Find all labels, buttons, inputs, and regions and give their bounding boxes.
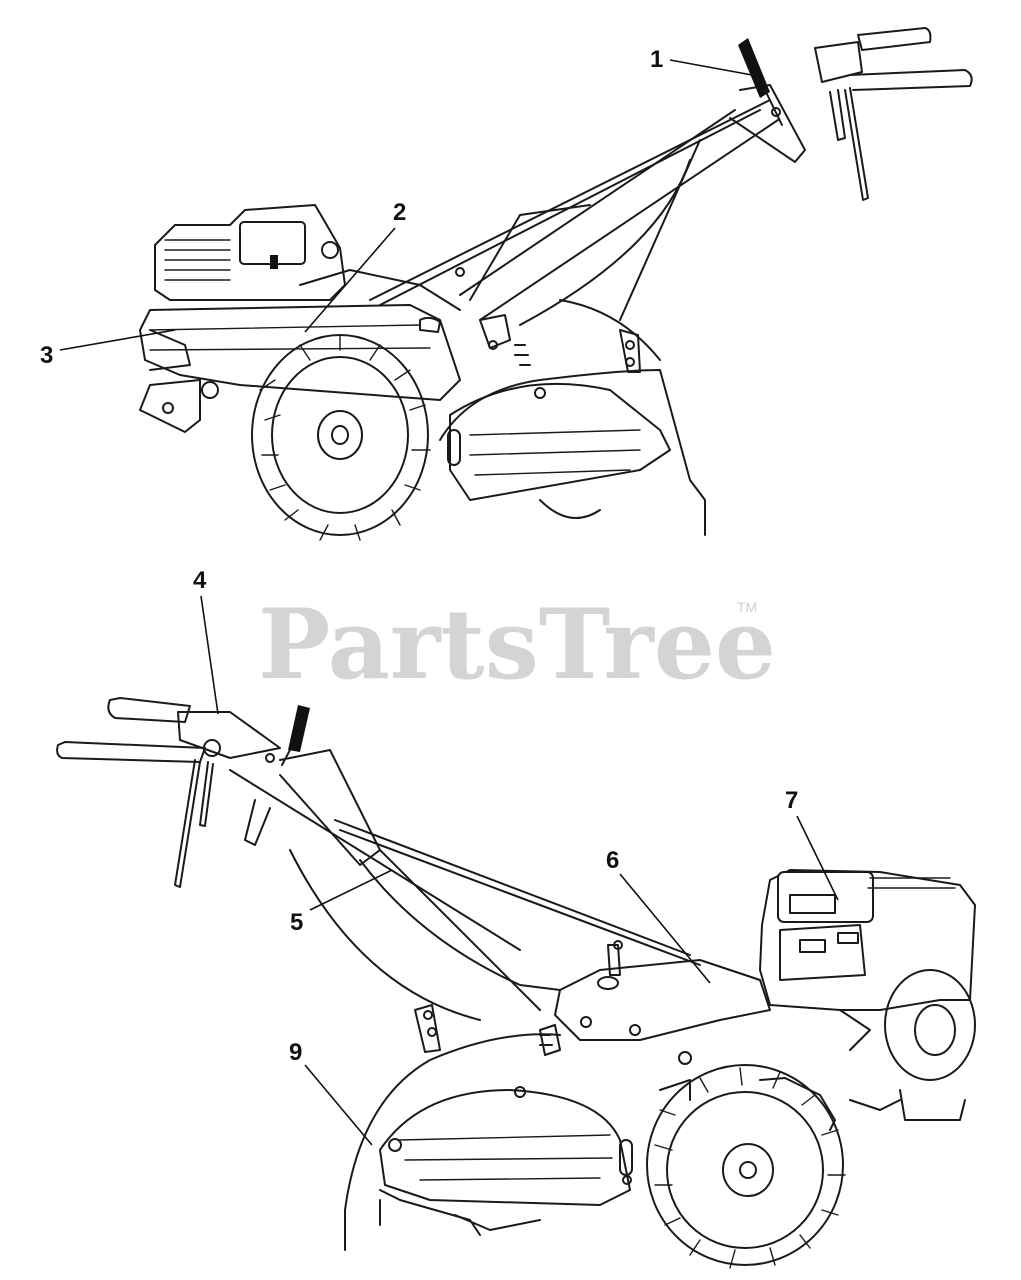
tiller-left-view: [139, 27, 973, 541]
tiller-right-view: [56, 697, 976, 1269]
leader-line: [200, 595, 219, 715]
callout-2: 2: [304, 199, 406, 333]
leader-line: [309, 869, 393, 911]
callouts: 1 2 3 4 5 6 7 9: [40, 46, 839, 1146]
watermark-trademark: TM: [737, 599, 757, 615]
callout-3: 3: [40, 329, 176, 369]
watermark: PartsTree TM: [258, 588, 776, 701]
callout-label: 9: [289, 1039, 302, 1066]
callout-5: 5: [290, 869, 393, 936]
leader-line: [59, 329, 176, 351]
wheel-bottom: [646, 1064, 846, 1269]
callout-label: 7: [785, 787, 798, 814]
leader-line: [619, 873, 711, 984]
callout-4: 4: [193, 567, 219, 715]
watermark-brand: PartsTree: [258, 588, 776, 701]
callout-label: 3: [40, 342, 53, 369]
callout-7: 7: [785, 787, 839, 901]
leader-line: [796, 815, 839, 901]
engine-bottom: [759, 869, 976, 1081]
leader-line: [669, 59, 753, 76]
wheel-top: [251, 334, 431, 541]
callout-label: 4: [193, 567, 207, 594]
callout-label: 6: [606, 847, 619, 874]
callout-1: 1: [650, 46, 753, 76]
callout-6: 6: [606, 847, 711, 984]
tine-shield-bottom: [344, 1004, 966, 1251]
leader-line: [304, 227, 396, 333]
tine-shield-top: [419, 267, 706, 536]
callout-label: 1: [650, 46, 663, 73]
leader-line: [304, 1064, 373, 1146]
callout-label: 5: [290, 909, 303, 936]
callout-label: 2: [393, 199, 406, 226]
callout-9: 9: [289, 1039, 373, 1146]
